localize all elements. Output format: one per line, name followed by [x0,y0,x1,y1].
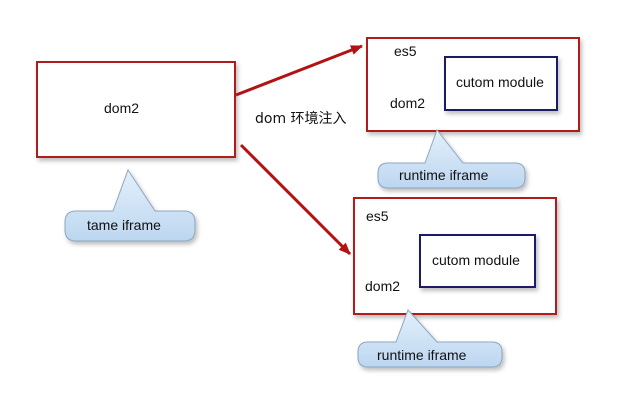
runtime-top-callout-shape [377,128,526,189]
runtime-bottom-dom-label: dom2 [365,278,400,294]
tame-frame-dom-label: dom2 [104,100,139,116]
tame-callout: tame iframe [64,168,196,242]
runtime-top-module-box [444,56,558,111]
connector-label: dom 环境注入 [255,111,347,127]
runtime-top-callout-label: runtime iframe [399,167,489,183]
runtime-frame-bottom: es5 dom2 cutom module [353,197,557,315]
runtime-bottom-es5-label: es5 [366,208,389,224]
tame-frame: dom2 [36,61,236,158]
runtime-bottom-callout-shape [357,309,503,368]
runtime-top-dom-label: dom2 [390,95,425,111]
arrow-to-bottom-runtime [239,143,352,256]
runtime-bottom-module-box [419,234,536,288]
runtime-top-es5-label: es5 [394,43,417,59]
runtime-top-module-label: cutom module [456,74,544,90]
tame-frame-box [36,61,236,158]
runtime-top-callout: runtime iframe [377,128,526,189]
runtime-bottom-callout-label: runtime iframe [377,347,467,363]
arrow-to-top-runtime [235,44,363,97]
runtime-bottom-module-label: cutom module [432,252,520,268]
tame-callout-shape [64,168,196,242]
tame-callout-label: tame iframe [87,217,161,233]
runtime-frame-top: es5 dom2 cutom module [366,37,580,132]
runtime-bottom-callout: runtime iframe [357,309,503,368]
